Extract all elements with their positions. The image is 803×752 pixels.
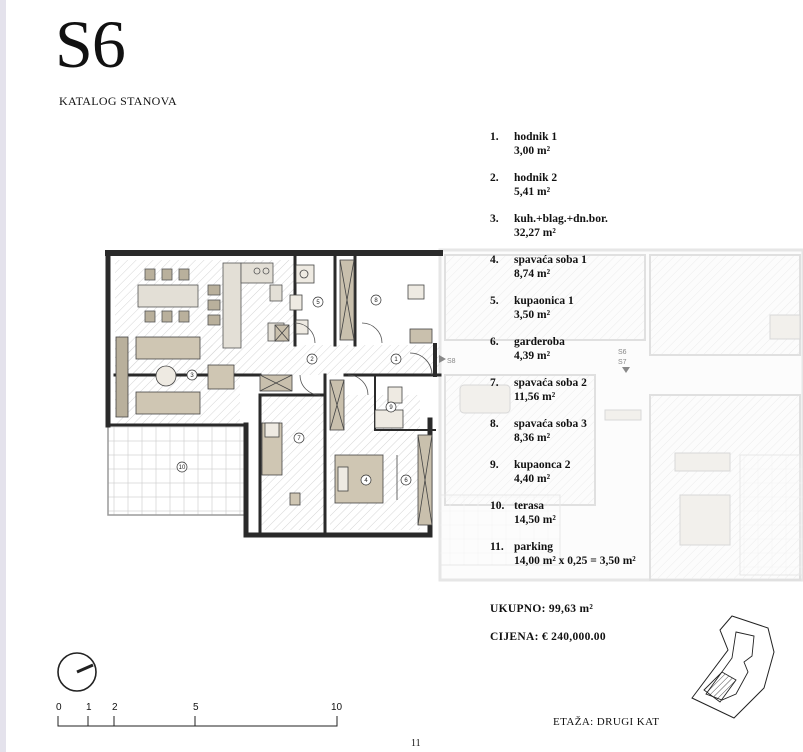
- floor-plan: 1 2 3 4 5 6 7 8 9 10 S8 S6 S7: [105, 248, 803, 582]
- page-number: 11: [411, 738, 421, 749]
- scale-label: 2: [112, 702, 118, 713]
- floor-label: ETAŽA: DRUGI KAT: [553, 716, 660, 728]
- room-number: 6.: [490, 336, 499, 348]
- room-name: spavaća soba 3: [514, 418, 587, 430]
- price: CIJENA: € 240,000.00: [490, 631, 606, 643]
- room-tag-10: 10: [179, 465, 186, 471]
- bedroom-3-furniture: [334, 454, 398, 504]
- neighbor-apartments: [438, 248, 803, 582]
- room-area: 32,27 m²: [514, 227, 556, 239]
- room-area: 3,50 m²: [514, 309, 551, 321]
- bedroom-2-furniture: [261, 422, 301, 506]
- room-area: 3,00 m²: [514, 145, 551, 157]
- scale-label: 10: [331, 702, 343, 713]
- room-area: 4,39 m²: [514, 350, 551, 362]
- room-tag-1: 1: [394, 357, 398, 363]
- room-area: 14,00 m² x 0,25 = 3,50 m²: [514, 555, 636, 567]
- bathroom-2-fixtures: [374, 284, 425, 429]
- room-tag-6: 6: [404, 478, 408, 484]
- entrance-label-s7: S7: [618, 359, 627, 366]
- room-name: hodnik 2: [514, 172, 558, 184]
- north-arrow-icon: [57, 652, 97, 692]
- entrance-label-s8: S8: [447, 358, 456, 365]
- room-tag-9: 9: [389, 405, 393, 411]
- room-tag-3: 3: [190, 373, 194, 379]
- page-edge: [0, 0, 6, 752]
- total-area: UKUPNO: 99,63 m²: [490, 603, 594, 615]
- scale-label: 1: [86, 702, 92, 713]
- bathroom-1-fixtures: [289, 264, 315, 335]
- room-number: 2.: [490, 172, 499, 184]
- dining-set: [137, 268, 199, 323]
- room-area: 8,74 m²: [514, 268, 551, 280]
- room-area: 14,50 m²: [514, 514, 556, 526]
- room-name: garderoba: [514, 336, 565, 348]
- room-number: 8.: [490, 418, 499, 430]
- page-title: S6: [55, 6, 126, 82]
- room-number: 4.: [490, 254, 499, 266]
- room-number: 11.: [490, 541, 504, 553]
- room-name: kupaonica 1: [514, 295, 574, 307]
- room-tag-5: 5: [316, 300, 320, 306]
- room-tag-4: 4: [364, 478, 368, 484]
- room-area: 8,36 m²: [514, 432, 551, 444]
- entrance-label-s6: S6: [618, 349, 627, 356]
- room-name: terasa: [514, 500, 545, 512]
- room-area: 4,40 m²: [514, 473, 551, 485]
- wardrobes: [259, 259, 433, 526]
- room-name: kupaonca 2: [514, 459, 571, 471]
- room-name: kuh.+blag.+dn.bor.: [514, 213, 608, 225]
- room-number: 1.: [490, 131, 499, 143]
- terrace-area: [107, 424, 247, 516]
- living-room-furniture: [115, 336, 235, 418]
- room-tag-7: 7: [297, 436, 301, 442]
- building-key-plan: [691, 615, 775, 719]
- scale-label: 5: [193, 702, 199, 713]
- room-number: 3.: [490, 213, 499, 225]
- catalog-subtitle: KATALOG STANOVA: [59, 94, 178, 108]
- room-number: 7.: [490, 377, 499, 389]
- room-tag-2: 2: [310, 357, 314, 363]
- room-name: spavaća soba 2: [514, 377, 587, 389]
- scale-bar: 0 1 2 5 10: [55, 700, 355, 730]
- room-area: 11,56 m²: [514, 391, 556, 403]
- room-name: parking: [514, 541, 553, 553]
- scale-label: 0: [56, 702, 62, 713]
- room-name: hodnik 1: [514, 131, 558, 143]
- kitchen-counters: [207, 262, 285, 349]
- room-tag-8: 8: [374, 298, 378, 304]
- room-number: 10.: [490, 500, 505, 512]
- room-name: spavaća soba 1: [514, 254, 587, 266]
- room-area: 5,41 m²: [514, 186, 551, 198]
- room-number: 5.: [490, 295, 499, 307]
- room-number: 9.: [490, 459, 499, 471]
